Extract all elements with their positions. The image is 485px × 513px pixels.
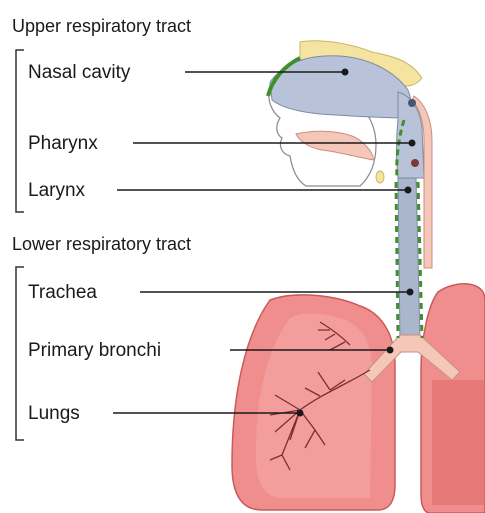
trachea-dot xyxy=(407,289,414,296)
primary-bronchi-label: Primary bronchi xyxy=(28,341,161,360)
upper-tract-heading: Upper respiratory tract xyxy=(12,17,191,35)
hyoid-shape xyxy=(376,171,384,183)
trachea-mucosa-left xyxy=(396,182,398,338)
lungs-label: Lungs xyxy=(28,404,80,423)
trachea-shape xyxy=(398,178,420,340)
upper-bracket xyxy=(16,50,24,212)
nasal-cavity-dot xyxy=(342,69,349,76)
nasal-cavity-label: Nasal cavity xyxy=(28,63,130,82)
lower-bracket xyxy=(16,267,24,440)
primary-bronchi-dot xyxy=(387,347,394,354)
trachea-label: Trachea xyxy=(28,283,97,302)
larynx-label: Larynx xyxy=(28,181,85,200)
pharynx-label: Pharynx xyxy=(28,134,98,153)
larynx-dot xyxy=(405,187,412,194)
pharynx-point xyxy=(408,99,416,107)
lungs-dot xyxy=(297,410,304,417)
pharynx-dot xyxy=(409,140,416,147)
lungs-illustration xyxy=(232,284,485,513)
lower-tract-heading: Lower respiratory tract xyxy=(12,235,191,253)
right-lung-lower-lobe xyxy=(432,380,485,505)
larynx-point xyxy=(411,159,419,167)
